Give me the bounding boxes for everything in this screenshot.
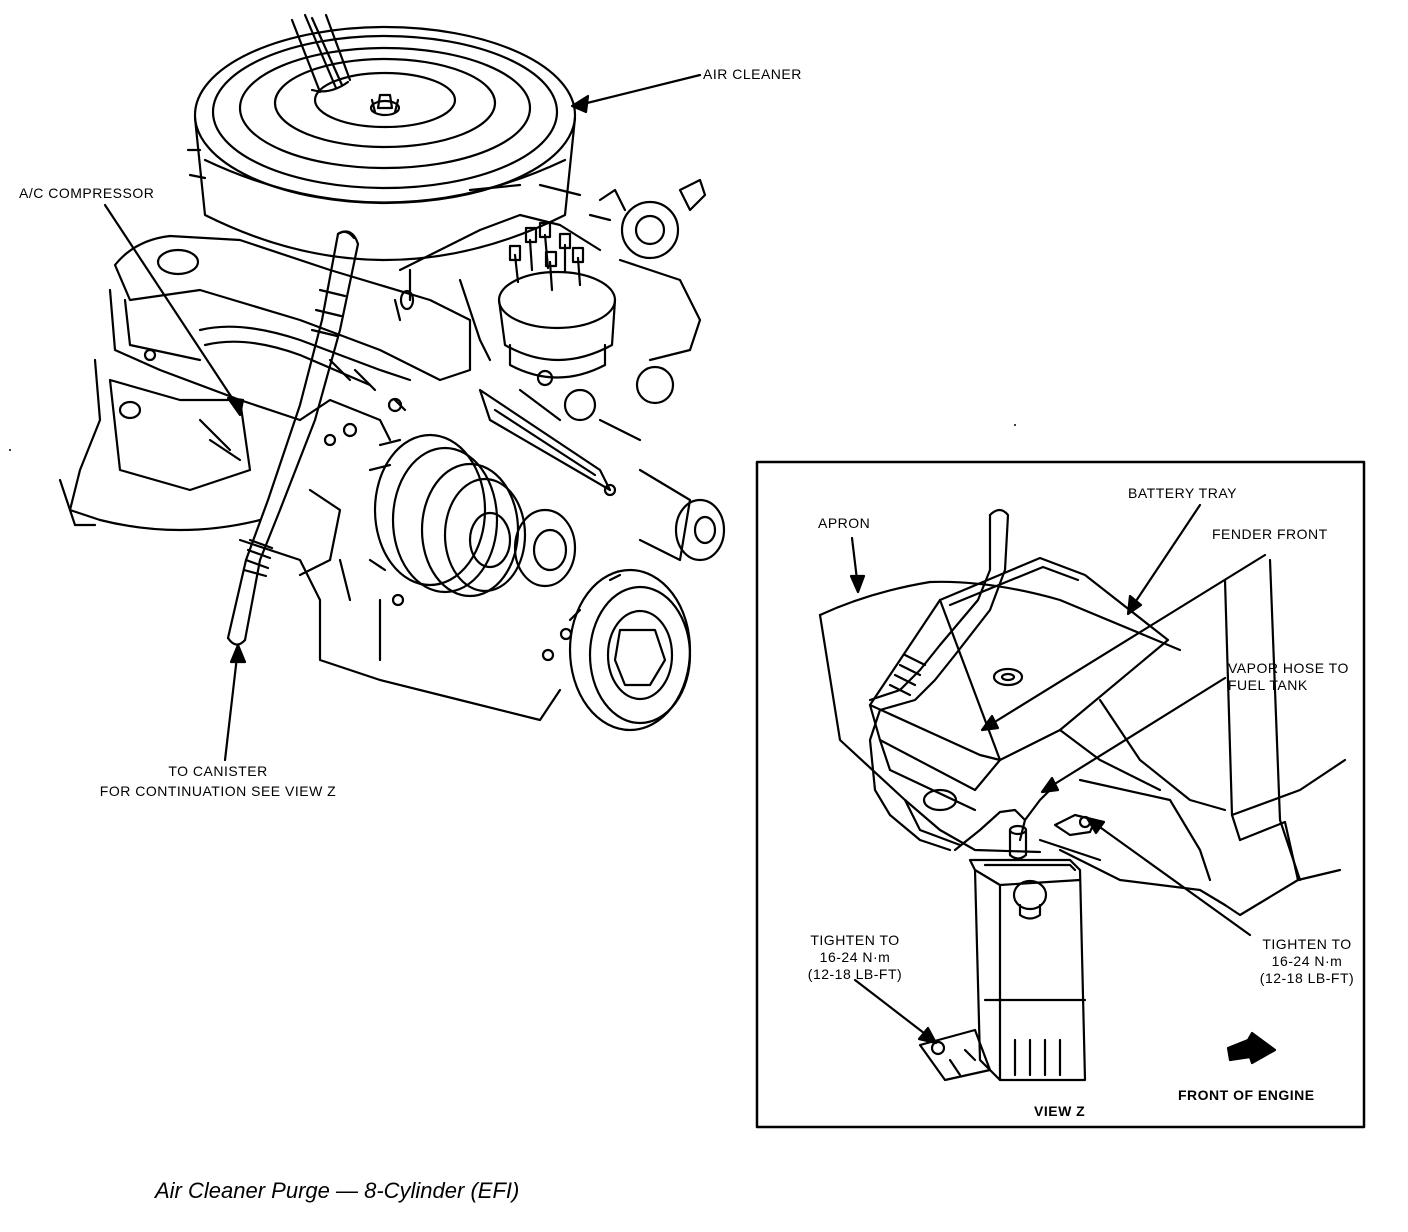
label-to-canister-line2: FOR CONTINUATION SEE VIEW Z bbox=[99, 783, 337, 799]
air-cleaner-housing bbox=[186, 13, 577, 262]
leader-air-cleaner bbox=[573, 73, 702, 108]
leader-tighten-left bbox=[853, 978, 935, 1042]
label-tighten-left-line2: 16-24 N·m bbox=[819, 949, 891, 965]
leader-vapor-hose bbox=[1043, 676, 1227, 792]
label-apron: APRON bbox=[818, 515, 871, 531]
vapor-canister bbox=[918, 813, 1102, 1082]
label-fender-front: FENDER FRONT bbox=[1212, 526, 1328, 542]
egr-valve-assembly bbox=[458, 178, 707, 405]
label-tighten-right: TIGHTEN TO 16-24 N·m (12-18 LB-FT) bbox=[1242, 936, 1372, 987]
leader-battery-tray bbox=[1128, 503, 1202, 612]
label-to-canister-line1: TO CANISTER bbox=[168, 763, 268, 779]
label-tighten-right-line1: TIGHTEN TO bbox=[1262, 936, 1352, 952]
front-arrow-icon bbox=[1226, 1031, 1277, 1065]
label-tighten-right-line3: (12-18 LB-FT) bbox=[1259, 970, 1355, 986]
label-vapor-hose: VAPOR HOSE TO FUEL TANK bbox=[1228, 660, 1349, 694]
vapor-hose bbox=[868, 508, 1052, 852]
label-ac-compressor: A/C COMPRESSOR bbox=[19, 185, 155, 201]
label-air-cleaner: AIR CLEANER bbox=[703, 66, 802, 82]
leader-ac-compressor bbox=[103, 203, 242, 412]
label-view-z: VIEW Z bbox=[1034, 1103, 1086, 1119]
label-tighten-left: TIGHTEN TO 16-24 N·m (12-18 LB-FT) bbox=[790, 932, 920, 983]
label-tighten-left-line1: TIGHTEN TO bbox=[810, 932, 900, 948]
leader-fender-front bbox=[983, 553, 1267, 730]
accessory-drive bbox=[298, 369, 726, 732]
label-vapor-hose-line2: FUEL TANK bbox=[1228, 677, 1308, 693]
leader-tighten-right bbox=[1088, 818, 1252, 937]
figure-caption: Air Cleaner Purge — 8-Cylinder (EFI) bbox=[155, 1178, 520, 1203]
fender-front bbox=[1058, 558, 1347, 917]
engine-drawing bbox=[58, 13, 726, 762]
label-battery-tray: BATTERY TRAY bbox=[1128, 485, 1237, 501]
engine-block bbox=[58, 213, 602, 722]
view-z-panel bbox=[755, 460, 1366, 1129]
battery-tray bbox=[868, 556, 1170, 812]
leader-to-canister bbox=[223, 646, 240, 762]
label-to-canister: TO CANISTER FOR CONTINUATION SEE VIEW Z bbox=[78, 763, 358, 800]
label-tighten-right-line2: 16-24 N·m bbox=[1271, 953, 1343, 969]
apron bbox=[818, 580, 1182, 854]
purge-hose bbox=[226, 230, 360, 646]
label-tighten-left-line3: (12-18 LB-FT) bbox=[807, 966, 903, 982]
distributor bbox=[497, 221, 617, 379]
label-front-of-engine: FRONT OF ENGINE bbox=[1178, 1087, 1315, 1103]
view-z-frame bbox=[755, 460, 1366, 1129]
label-vapor-hose-line1: VAPOR HOSE TO bbox=[1228, 660, 1349, 676]
